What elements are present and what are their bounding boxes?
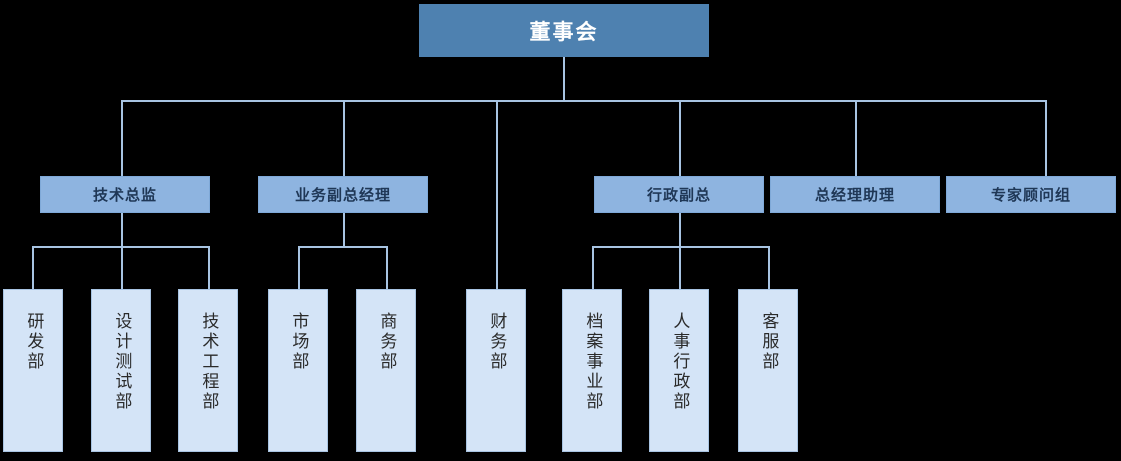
node-label: 专家顾问组 xyxy=(990,187,1071,204)
connector-admin-vp-stem xyxy=(679,212,681,248)
node-archives-dept[interactable]: 档案事业部 xyxy=(562,289,622,452)
node-admin-vp[interactable]: 行政副总 xyxy=(594,176,764,213)
node-gm-assistant[interactable]: 总经理助理 xyxy=(770,176,940,213)
node-design-test-dept[interactable]: 设计测试部 xyxy=(91,289,151,452)
connector-business-vp-stem xyxy=(343,212,345,248)
node-customer-service-dept[interactable]: 客服部 xyxy=(738,289,798,452)
node-label: 商务部 xyxy=(377,312,397,372)
node-label: 客服部 xyxy=(759,312,779,372)
node-hr-admin-dept[interactable]: 人事行政部 xyxy=(649,289,709,452)
connector-admin-vp-bus xyxy=(592,246,770,248)
connector-bus-to-expert-group xyxy=(1045,100,1047,176)
node-marketing-dept[interactable]: 市场部 xyxy=(268,289,328,452)
connector-to-hr-admin-dept xyxy=(679,246,681,289)
connector-bus-to-tech-director xyxy=(121,100,123,176)
node-label: 人事行政部 xyxy=(670,312,690,412)
node-tech-engineering-dept[interactable]: 技术工程部 xyxy=(178,289,238,452)
node-rd-dept[interactable]: 研发部 xyxy=(3,289,63,452)
connector-to-archives-dept xyxy=(592,246,594,289)
node-label: 行政副总 xyxy=(646,187,711,204)
connector-business-vp-bus xyxy=(298,246,388,248)
connector-main-bus xyxy=(121,100,1046,102)
node-label: 技术总监 xyxy=(92,187,157,204)
node-label: 档案事业部 xyxy=(583,312,603,412)
connector-to-commerce-dept xyxy=(386,246,388,289)
node-label: 研发部 xyxy=(24,312,44,372)
node-board-of-directors[interactable]: 董事会 xyxy=(419,4,709,57)
node-label: 技术工程部 xyxy=(199,312,219,412)
node-label: 市场部 xyxy=(289,312,309,372)
connector-to-marketing-dept xyxy=(298,246,300,289)
connector-root-stem xyxy=(563,57,565,101)
connector-to-customer-service-dept xyxy=(768,246,770,289)
connector-bus-to-gm-assistant xyxy=(855,100,857,176)
node-tech-director[interactable]: 技术总监 xyxy=(40,176,210,213)
connector-to-tech-engineering-dept xyxy=(208,246,210,289)
node-label: 财务部 xyxy=(487,312,507,372)
node-label: 董事会 xyxy=(529,20,599,44)
connector-bus-to-admin-vp xyxy=(679,100,681,176)
node-label: 设计测试部 xyxy=(112,312,132,412)
node-label: 总经理助理 xyxy=(814,187,895,204)
connector-bus-to-business-vp xyxy=(343,100,345,176)
node-finance-dept[interactable]: 财务部 xyxy=(466,289,526,452)
node-label: 业务副总经理 xyxy=(294,187,391,204)
connector-to-rd-dept xyxy=(32,246,34,289)
connector-to-design-test-dept xyxy=(121,246,123,289)
connector-bus-to-finance-dept xyxy=(496,100,498,289)
node-commerce-dept[interactable]: 商务部 xyxy=(356,289,416,452)
node-expert-advisory-group[interactable]: 专家顾问组 xyxy=(946,176,1116,213)
node-business-vp[interactable]: 业务副总经理 xyxy=(258,176,428,213)
connector-tech-director-stem xyxy=(121,212,123,248)
